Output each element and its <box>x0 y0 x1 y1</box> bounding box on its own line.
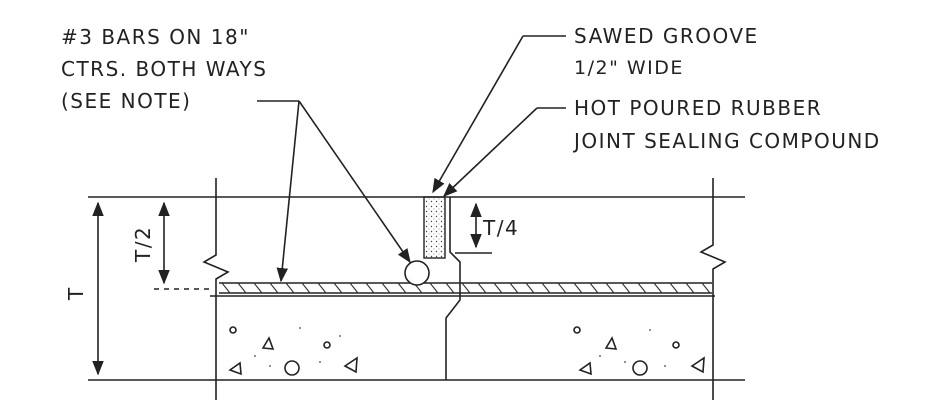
groove-label-line1: SAWED GROOVE <box>574 24 759 48</box>
bars-label-line1: #3 BARS ON 18" <box>61 25 250 49</box>
dimension-half-t <box>154 201 210 290</box>
bars-label-line2: CTRS. BOTH WAYS <box>61 57 267 81</box>
dimension-quarter-t <box>455 202 492 254</box>
aggregate-left <box>228 326 358 376</box>
groove-label-line2: 1/2" WIDE <box>574 57 684 79</box>
concrete-slab <box>180 178 745 400</box>
dimension-t <box>88 196 180 381</box>
reinforcing-bars <box>219 260 712 294</box>
sealant-label-line2: JOINT SEALING COMPOUND <box>572 129 881 153</box>
bars-label-line3: (SEE NOTE) <box>61 89 192 113</box>
dimension-half-t-label: T/2 <box>131 226 155 263</box>
sealant-groove <box>423 196 446 259</box>
dimension-quarter-t-label: T/4 <box>482 216 519 240</box>
sealant-leader <box>442 107 566 197</box>
sealant-label-line1: HOT POURED RUBBER <box>574 96 822 120</box>
aggregate-right <box>573 326 705 376</box>
groove-leader <box>432 35 566 194</box>
bars-leader <box>257 100 411 283</box>
dimension-t-label: T <box>64 286 88 301</box>
